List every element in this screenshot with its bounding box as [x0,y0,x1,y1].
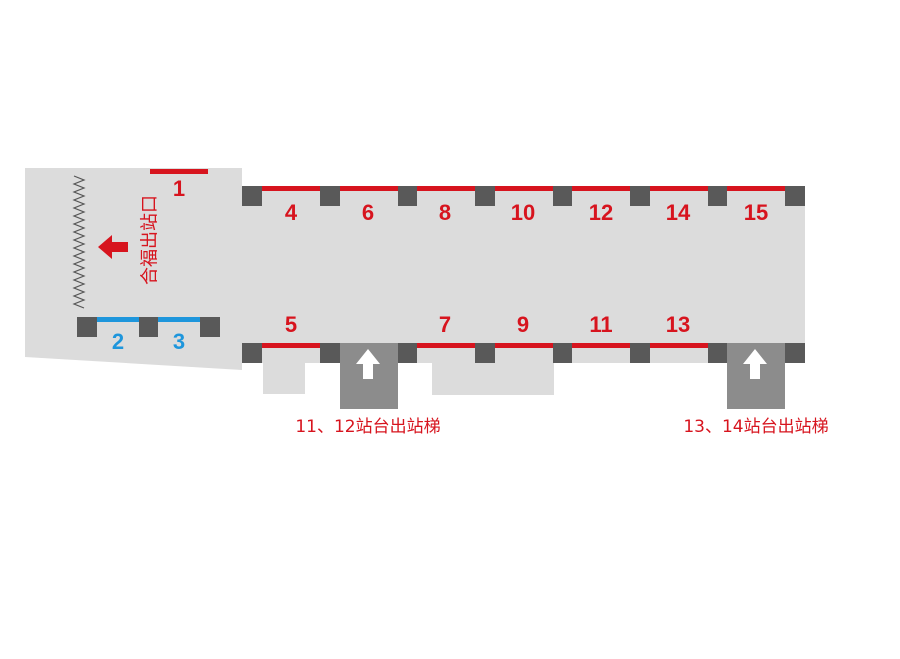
gate-label-3: 3 [173,329,185,354]
gate-bar-7 [417,343,475,348]
pillar [553,343,572,363]
pillar [785,186,805,206]
pillar [320,186,340,206]
gate-bar-14 [650,186,708,191]
pillar [139,317,158,337]
pillar [630,343,650,363]
gate-bar-3 [158,317,200,322]
aux-area-left [263,362,305,394]
pillar [630,186,650,206]
gate-label-10: 10 [511,200,535,225]
exit-label: 合福出站口 [140,195,161,285]
gate-bar-1 [150,169,208,174]
pillars [77,186,805,363]
gate-bar-8 [417,186,475,191]
gate-bar-2 [97,317,139,322]
gate-bar-11 [572,343,630,348]
pillar [398,343,417,363]
arrow-left-icon [98,235,128,259]
gate-label-6: 6 [362,200,374,225]
gate-label-15: 15 [744,200,768,225]
exit-hall-area [25,168,242,370]
gate-bar-13 [650,343,708,348]
gate-label-13: 13 [666,312,690,337]
pillar [398,186,417,206]
pillar [475,343,495,363]
arrow-up-icon [743,349,767,379]
gate-label-2: 2 [112,329,124,354]
gate-bar-15 [727,186,785,191]
pillar [475,186,495,206]
pillar [553,186,572,206]
aux-area-middle [432,362,554,395]
pillar [785,343,805,363]
gate-bar-4 [262,186,320,191]
pillar [708,343,727,363]
gate-bar-6 [340,186,398,191]
gate-label-14: 14 [666,200,691,225]
pillar [320,343,340,363]
stair-label-11-12: 11、12站台出站梯 [295,417,440,437]
pillar [242,186,262,206]
arrow-up-icon [356,349,380,379]
stair-13-14 [727,343,785,409]
gate-label-4: 4 [285,200,298,225]
zigzag-wall [72,175,86,309]
pillar [242,343,262,363]
gate-label-9: 9 [517,312,529,337]
gate-bar-5 [262,343,320,348]
gate-label-1: 1 [173,176,185,201]
gate-label-11: 11 [589,312,612,337]
pillar [77,317,97,337]
gate-label-8: 8 [439,200,451,225]
main-concourse-area [242,187,805,363]
pillar [200,317,220,337]
pillar [708,186,727,206]
gate-bar-10 [495,186,553,191]
stair-11-12 [340,343,398,409]
gate-label-12: 12 [589,200,613,225]
gate-label-7: 7 [439,312,451,337]
gate-label-5: 5 [285,312,297,337]
stair-label-13-14: 13、14站台出站梯 [683,417,828,437]
gate-bar-9 [495,343,553,348]
gate-bar-12 [572,186,630,191]
